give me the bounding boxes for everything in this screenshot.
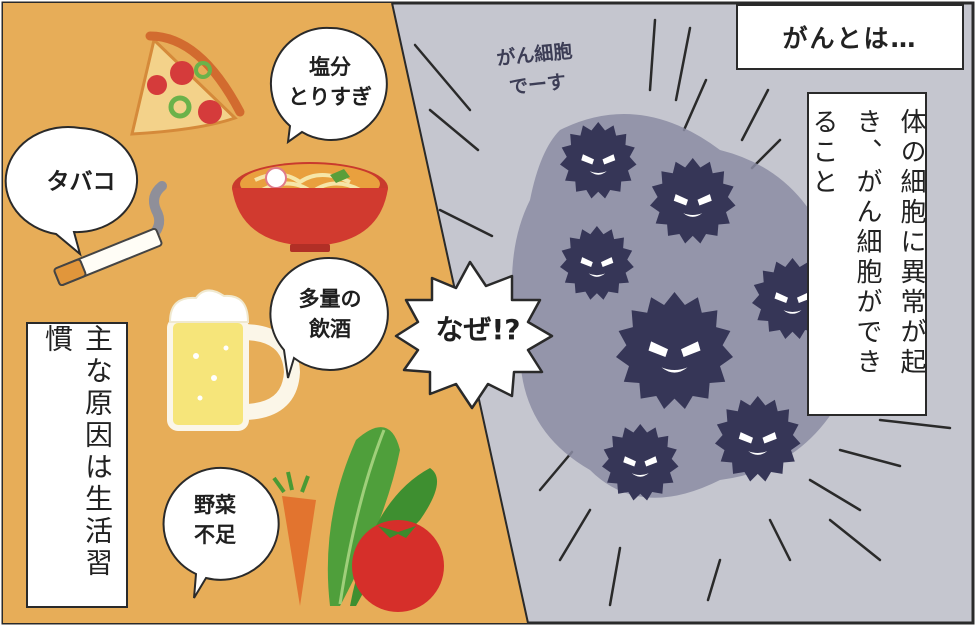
cigarette-icon xyxy=(53,181,167,287)
cause-label-alcohol: 多量の 飲酒 xyxy=(276,284,384,344)
causes-region xyxy=(3,3,528,623)
cause-label-veg-line1: 野菜 xyxy=(194,493,236,517)
beer-mug-icon xyxy=(167,289,301,431)
bubble-sake xyxy=(269,256,389,379)
cause-label-alcohol-line1: 多量の xyxy=(298,287,362,311)
pizza-icon xyxy=(130,31,245,136)
definition-text: 体の細胞に異常が起き、がん細胞ができること xyxy=(807,92,927,416)
cause-label-salt: 塩分 とりすぎ xyxy=(276,52,384,112)
cause-label-vegetables: 野菜 不足 xyxy=(162,490,268,550)
question-text: なぜ!? xyxy=(435,313,521,346)
speed-lines xyxy=(413,18,952,607)
ramen-icon xyxy=(232,162,388,252)
vegetables-icon xyxy=(272,427,444,612)
causes-summary: 主な原因は生活習慣 xyxy=(26,322,128,608)
cause-label-tabako: タバコ xyxy=(46,169,116,195)
cause-label-salt-line2: とりすぎ xyxy=(288,85,372,109)
cause-label-veg-line2: 不足 xyxy=(194,523,236,547)
bubble-veg xyxy=(162,466,280,599)
bubble-salt xyxy=(269,26,388,145)
cause-label-alcohol-line2: 飲酒 xyxy=(309,317,351,341)
cause-label-salt-line1: 塩分 xyxy=(309,55,351,79)
bubble-tabako xyxy=(4,125,138,257)
header-title: がんとは… xyxy=(736,4,964,70)
question-burst xyxy=(394,260,554,410)
